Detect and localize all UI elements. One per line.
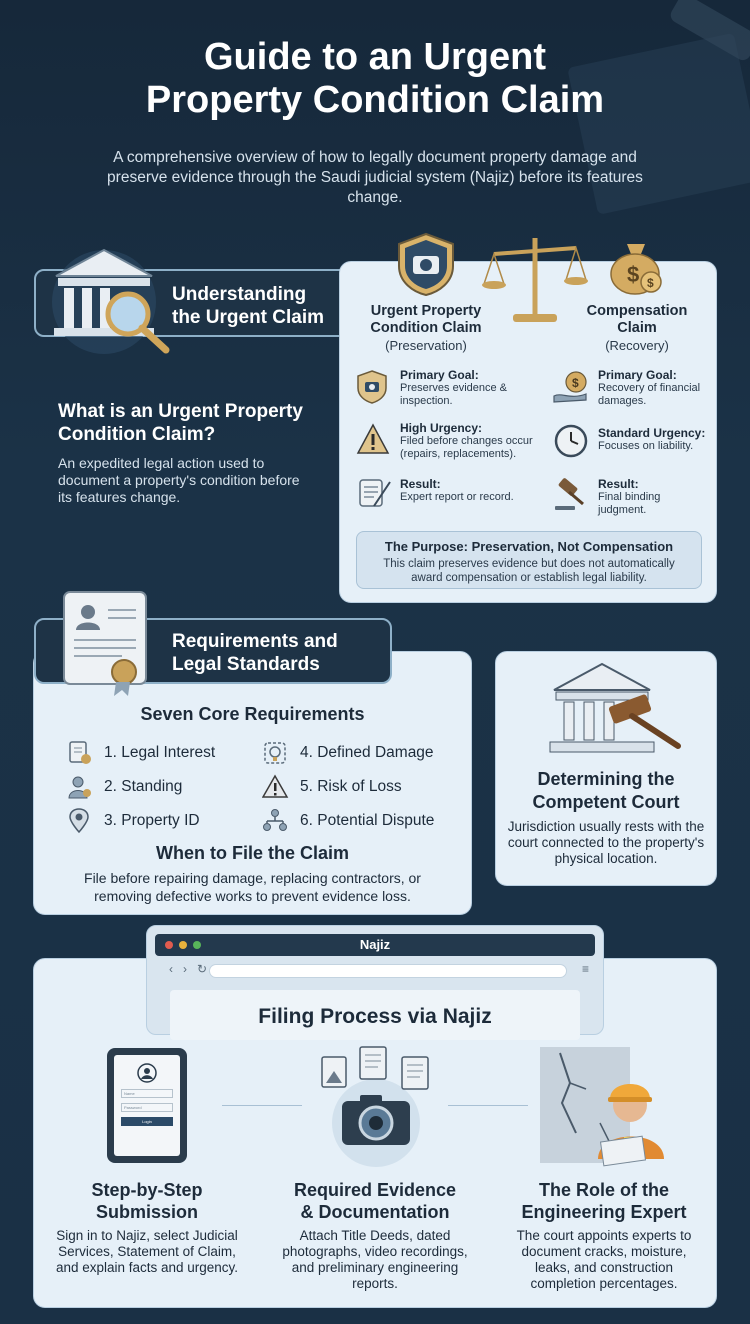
seven-core-requirements-title: Seven Core Requirements (140, 704, 365, 724)
location-pin-icon (69, 808, 89, 834)
when-to-file-title: When to File the Claim (155, 843, 349, 863)
svg-text:$: $ (572, 376, 579, 390)
engineering-expert-icon (540, 1047, 664, 1167)
address-bar[interactable] (209, 964, 567, 978)
requirement-property-id: 3. Property ID (66, 808, 200, 834)
forward-icon[interactable]: › (183, 962, 187, 976)
what-is-claim-description: An expedited legal action used to docume… (58, 455, 300, 505)
requirements-card (33, 651, 472, 915)
competent-court-title: Determining the Competent Court (532, 769, 680, 812)
browser-title-bar: Najiz (155, 934, 595, 956)
compensation-standard-urgency: Standard Urgency: Focuses on liability. (598, 426, 706, 452)
tablet-password-field: Password (121, 1103, 173, 1112)
what-is-claim-title: What is an Urgent Property Condition Cla… (58, 401, 303, 445)
competent-court-text: Jurisdiction usually rests with the cour… (507, 819, 705, 866)
urgent-claim-column-subtitle: (Preservation) (385, 338, 467, 353)
requirement-potential-dispute: 6. Potential Dispute (262, 808, 434, 834)
compensation-claim-column-title: Compensation Claim (586, 303, 688, 336)
minimize-dot-icon (179, 941, 187, 949)
money-hand-icon: $ (553, 371, 587, 403)
browser-site-name: Najiz (359, 937, 391, 952)
tablet-login-illustration: Name Password Login (107, 1048, 187, 1163)
urgent-result: Result: Expert report or record. (400, 477, 514, 503)
urgent-high-urgency: High Urgency: Filed before changes occur… (400, 421, 533, 460)
requirement-standing: 2. Standing (66, 774, 182, 800)
scales-of-justice-icon (482, 238, 588, 322)
step-evidence-text: Attach Title Deeds, dated photographs, v… (282, 1228, 468, 1291)
step-connector (448, 1105, 528, 1106)
step-expert-title: The Role of the Engineering Expert (521, 1180, 687, 1222)
reload-icon[interactable]: ↻ (197, 962, 208, 976)
step-submission-text: Sign in to Najiz, select Judicial Servic… (55, 1228, 239, 1275)
back-icon[interactable]: ‹ (169, 962, 173, 976)
purpose-callout: The Purpose: Preservation, Not Compensat… (356, 531, 702, 589)
tablet-name-field: Name (121, 1089, 173, 1098)
certificate-icon (63, 591, 147, 696)
step-expert-text: The court appoints experts to document c… (516, 1228, 692, 1291)
gavel-background-icon (568, 0, 750, 214)
courthouse-magnifier-icon (52, 248, 170, 354)
page-title: Guide to an Urgent Property Condition Cl… (145, 36, 605, 121)
menu-icon[interactable]: ≡ (581, 962, 589, 976)
filing-process-title: Filing Process via Najiz (258, 1005, 492, 1028)
warning-triangle-icon (356, 423, 390, 454)
urgent-primary-goal: Primary Goal: Preserves evidence & inspe… (400, 368, 507, 407)
user-avatar-icon (137, 1063, 157, 1083)
clock-icon (554, 424, 588, 458)
camera-badge-icon (357, 370, 387, 404)
compensation-result: Result: Final binding judgment. (598, 477, 661, 516)
requirement-risk-of-loss: 5. Risk of Loss (262, 774, 402, 800)
camera-documents-icon (321, 1046, 429, 1167)
when-to-file-text: File before repairing damage, replacing … (84, 870, 421, 904)
step-submission-title: Step-by-Step Submission (91, 1180, 203, 1222)
person-icon (68, 776, 91, 799)
browser-content-area (170, 990, 580, 1040)
maximize-dot-icon (193, 941, 201, 949)
requirement-defined-damage: 4. Defined Damage (262, 740, 434, 766)
step-connector (222, 1105, 302, 1106)
requirement-legal-interest: 1. Legal Interest (66, 740, 215, 766)
document-icon (69, 741, 91, 764)
step-evidence-title: Required Evidence & Documentation (293, 1180, 457, 1222)
page-subtitle: A comprehensive overview of how to legal… (107, 149, 643, 206)
compensation-claim-column-subtitle: (Recovery) (605, 338, 669, 353)
warning-icon (262, 774, 289, 798)
close-dot-icon (165, 941, 173, 949)
damage-icon (264, 742, 286, 764)
money-bag-icon: $ $ (610, 244, 662, 295)
tablet-login-button: Login (121, 1117, 173, 1126)
svg-text:$: $ (627, 262, 639, 287)
svg-text:$: $ (647, 276, 654, 290)
compensation-primary-goal: Primary Goal: Recovery of financial dama… (598, 368, 701, 407)
camera-shield-icon (398, 232, 454, 296)
urgent-claim-column-title: Urgent Property Condition Claim (370, 303, 482, 336)
scroll-quill-icon (359, 479, 391, 507)
courthouse-gavel-icon (549, 662, 681, 753)
people-network-icon (263, 809, 287, 831)
gavel-icon (555, 478, 584, 510)
